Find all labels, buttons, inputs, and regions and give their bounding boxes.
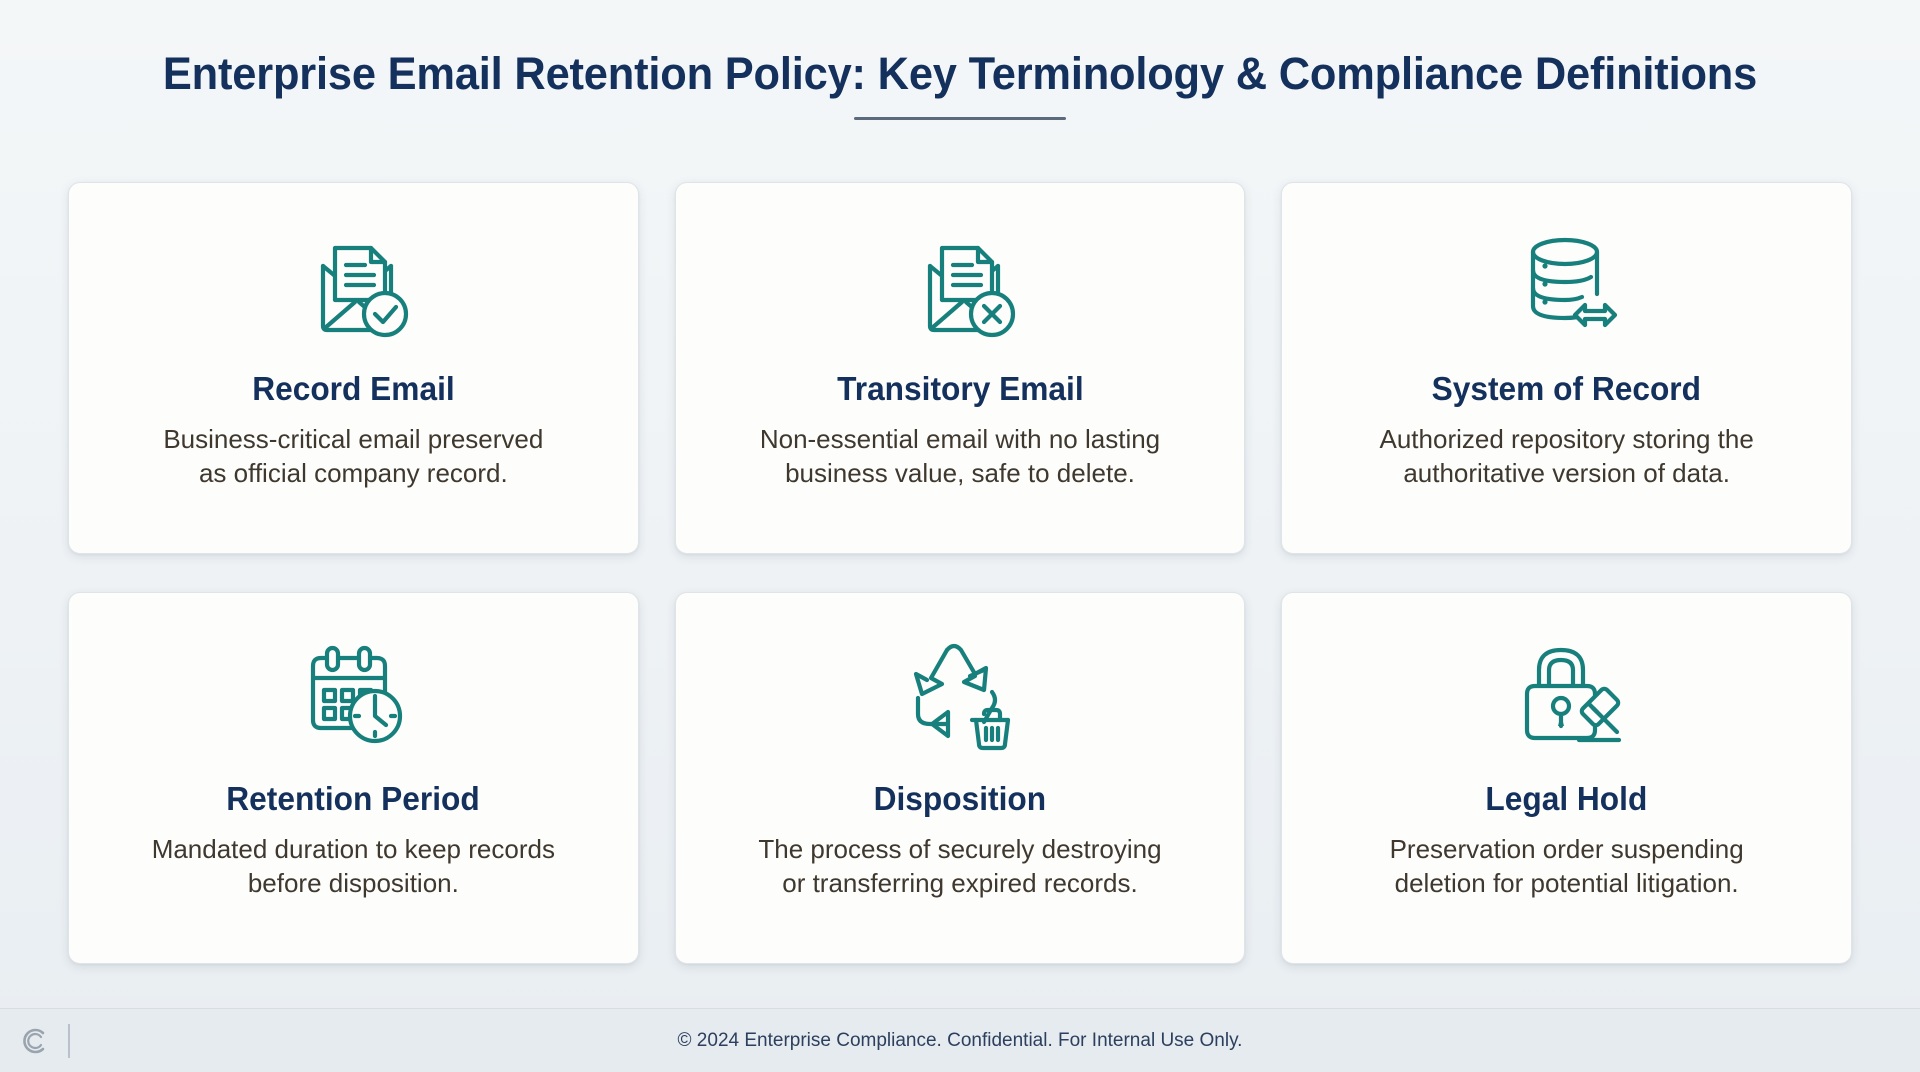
c-monogram-logo (23, 1028, 45, 1053)
footer-bar: © 2024 Enterprise Compliance. Confidenti… (0, 1008, 1920, 1072)
email-document-check-icon (291, 219, 415, 349)
calendar-clock-icon (291, 629, 415, 759)
database-transfer-icon (1505, 219, 1629, 349)
card-title: Transitory Email (836, 370, 1084, 407)
card-title: Legal Hold (1485, 780, 1648, 817)
footer-text: © 2024 Enterprise Compliance. Confidenti… (677, 1029, 1243, 1051)
card-retention-period[interactable]: Retention Period Mandated duration to ke… (68, 592, 639, 964)
card-disposition[interactable]: Disposition The process of securely dest… (674, 592, 1246, 964)
terminology-card-grid: Record Email Business-critical email pre… (68, 182, 1852, 964)
title-block: Enterprise Email Retention Policy: Key T… (0, 0, 1920, 121)
card-title: Retention Period (226, 780, 481, 817)
recycle-trash-icon (898, 629, 1022, 759)
page-title: Enterprise Email Retention Policy: Key T… (162, 48, 1758, 99)
email-document-x-icon (898, 219, 1022, 349)
card-record-email[interactable]: Record Email Business-critical email pre… (68, 182, 639, 554)
card-description: Non-essential email with no lasting busi… (759, 424, 1161, 488)
card-description: The process of securely destroying or tr… (758, 834, 1162, 898)
card-legal-hold[interactable]: Legal Hold Preservation order suspending… (1281, 592, 1852, 964)
card-transitory-email[interactable]: Transitory Email Non-essential email wit… (674, 182, 1246, 554)
card-title: Disposition (873, 780, 1047, 817)
card-description: Preservation order suspending deletion f… (1389, 834, 1744, 898)
card-description: Business-critical email preserved as off… (163, 424, 544, 488)
footer-logo-group (18, 1023, 70, 1058)
card-description: Authorized repository storing the author… (1379, 424, 1754, 488)
card-description: Mandated duration to keep records before… (151, 834, 555, 898)
card-title: Record Email (252, 370, 455, 407)
logo-divider (68, 1023, 70, 1058)
title-underline-rule (854, 117, 1066, 121)
lock-gavel-icon (1505, 629, 1629, 759)
card-system-of-record[interactable]: System of Record Authorized repository s… (1281, 182, 1852, 554)
card-title: System of Record (1431, 370, 1702, 407)
